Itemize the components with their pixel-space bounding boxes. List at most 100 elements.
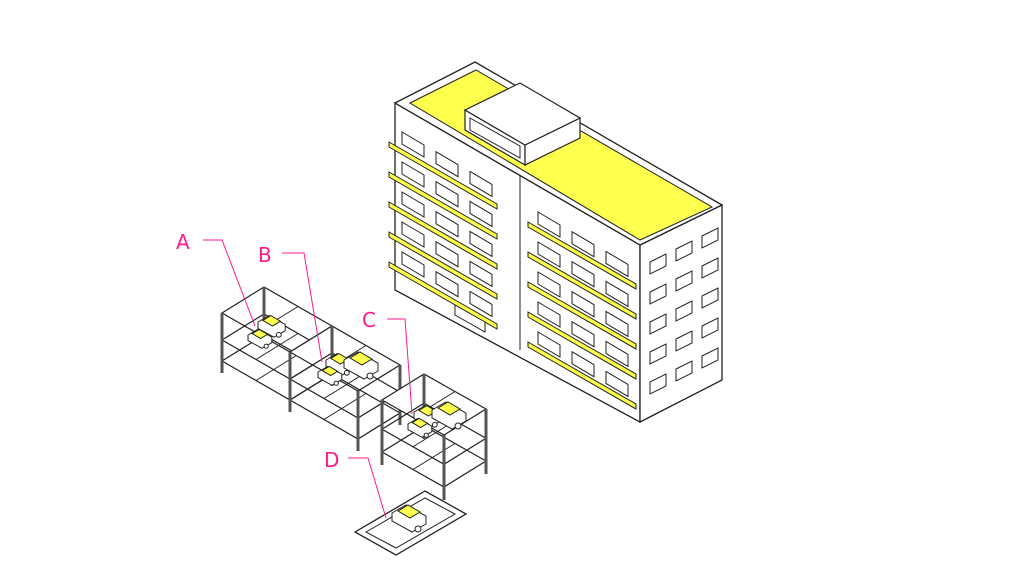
rooftop-penthouse [463,82,582,167]
car-wheel [431,421,438,428]
side-window [701,227,719,249]
window [435,240,459,268]
label-b: B [258,243,272,267]
parking-structure-c [380,373,488,500]
window [401,191,425,218]
deck-divider [255,354,299,381]
side-window [649,283,667,305]
deck-divider [255,333,299,360]
window [537,241,561,268]
car-roof [251,328,269,340]
window [571,230,595,258]
car-icon [343,351,379,380]
side-window [675,330,693,352]
side-window [701,347,719,369]
car-icon [317,365,343,386]
car-roof [437,401,461,416]
balcony [388,261,498,330]
window [571,350,595,378]
car-wheel [333,380,339,386]
window [469,230,493,258]
surface-parking-d [353,490,468,556]
window [435,270,459,298]
window [401,251,425,278]
car-icon [391,504,427,533]
window [435,180,459,208]
leader-line-d [348,457,387,519]
window [537,271,561,298]
window [435,210,459,238]
balcony [527,251,637,320]
side-window [675,240,693,262]
balcony [388,141,498,210]
car-wheel [423,432,429,438]
car-icon [407,417,433,438]
window [605,250,629,278]
window [537,211,561,238]
car-icon [257,315,286,338]
car-icon [431,401,467,430]
car-roof [411,417,429,429]
car-roof [349,351,373,366]
side-window [675,300,693,322]
building-windows [401,131,719,398]
window [537,331,561,358]
side-window [675,360,693,382]
building-balconies [388,141,637,410]
leader-lines [203,239,413,519]
car-wheel [454,422,462,430]
window [469,200,493,228]
window [435,150,459,178]
window [401,221,425,248]
window [571,290,595,318]
car-icon [247,328,273,349]
balcony [388,201,498,270]
window [571,320,595,348]
window [605,280,629,308]
parking-structures [220,286,488,556]
side-window [701,317,719,339]
label-a: A [176,230,190,254]
car-wheel [275,331,282,338]
side-window [675,270,693,292]
side-window [649,343,667,365]
balcony [388,231,498,300]
car-roof [261,315,282,327]
leader-line-c [387,318,413,415]
balcony [527,341,637,410]
label-d: D [324,448,340,472]
car-wheel [343,369,350,376]
window [401,131,425,158]
side-window [701,257,719,279]
deck-divider [323,393,367,420]
balcony [527,221,637,290]
window [605,310,629,338]
side-window [649,373,667,395]
apartment-building [388,61,724,424]
building-entrance [454,304,486,333]
parking-structure-b [288,325,402,451]
deck-divider [412,443,456,470]
balcony [527,281,637,350]
leader-line-b [282,252,323,363]
car-wheel [366,372,374,380]
car-wheel [414,525,422,533]
car-roof [321,365,339,377]
window [605,340,629,368]
side-window [701,287,719,309]
window [401,161,425,188]
window [469,290,493,318]
window [571,260,595,288]
window [469,260,493,288]
balcony [527,311,637,380]
balcony [388,171,498,240]
label-c: C [362,308,376,332]
deck-divider [323,372,367,399]
window [469,170,493,198]
side-window [649,253,667,275]
car-roof [397,504,421,519]
window [537,301,561,328]
side-window [649,313,667,335]
